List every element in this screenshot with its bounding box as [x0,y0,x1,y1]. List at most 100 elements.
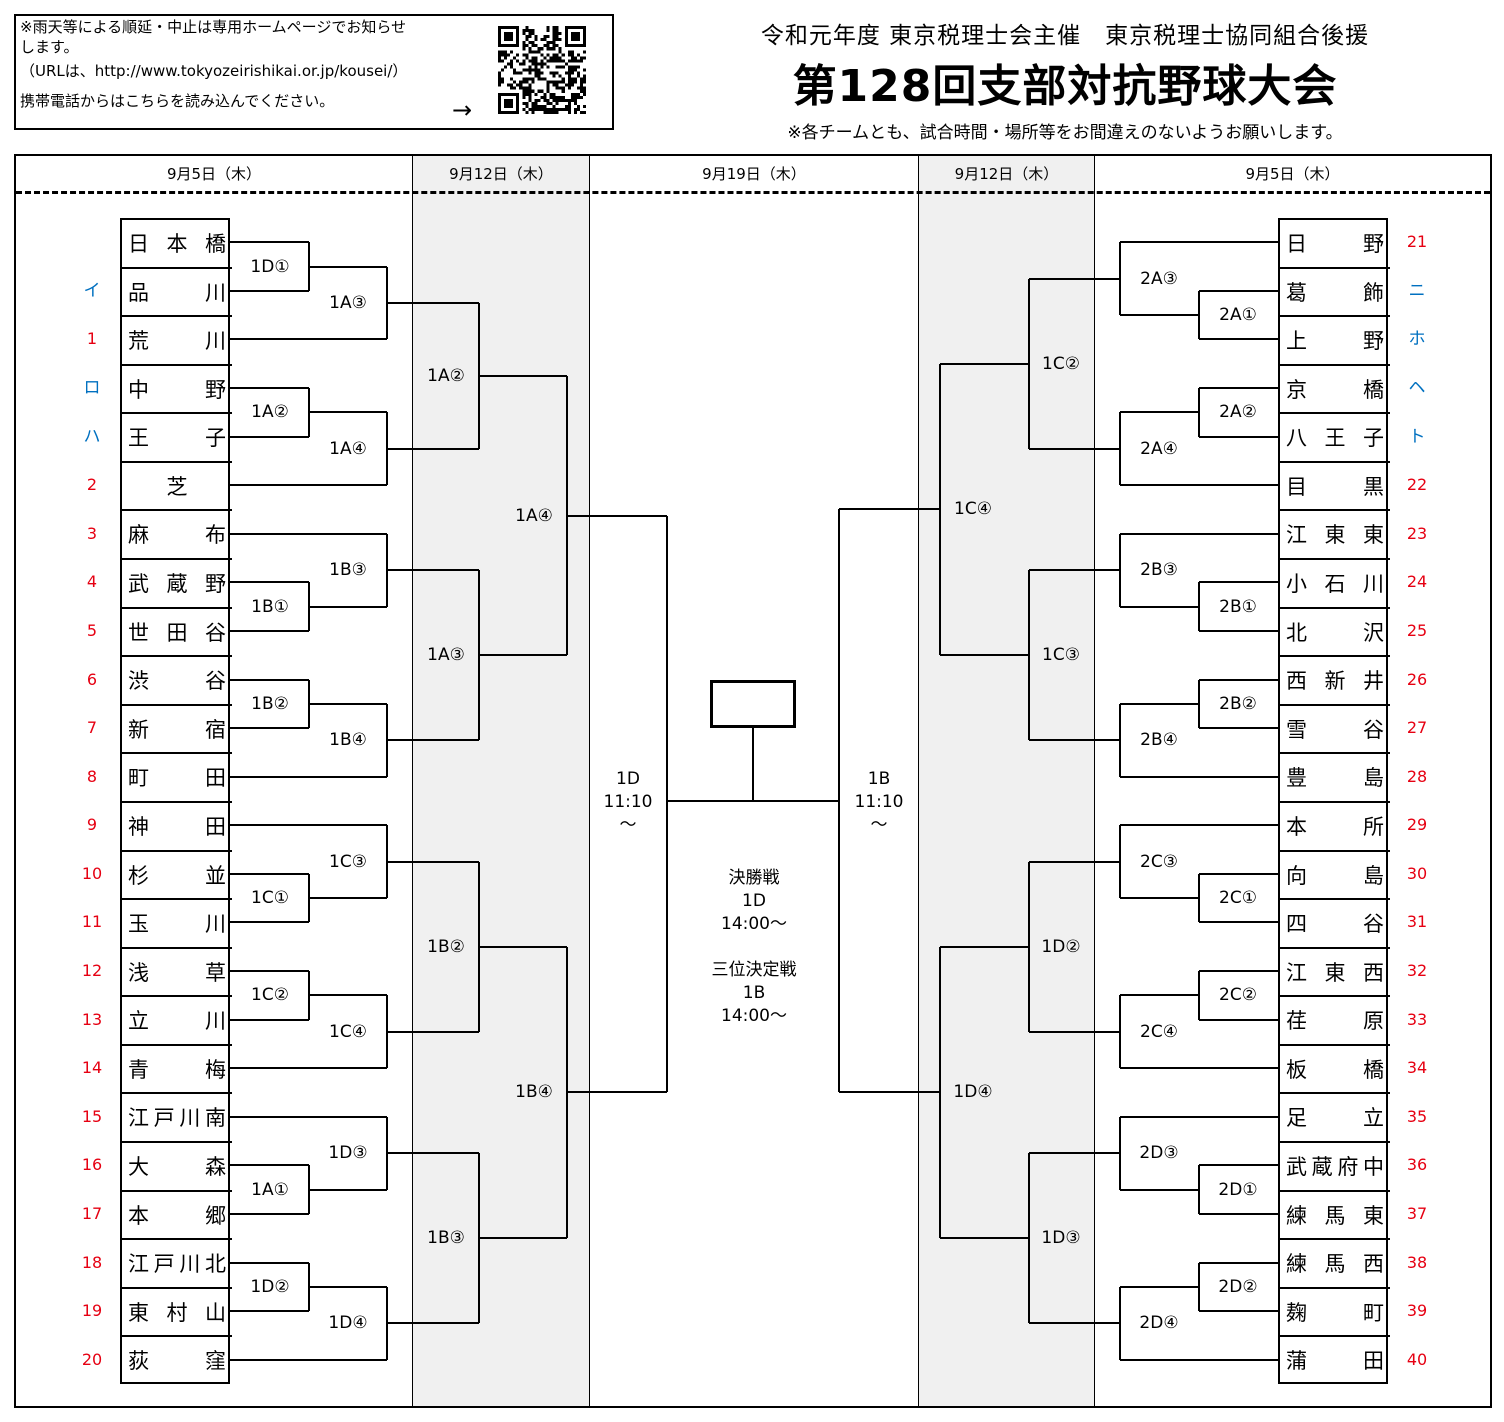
team-row: 豊島 [1280,752,1390,801]
shaded-column-left [413,156,589,1406]
match-label: 1B② [251,693,289,714]
match-label: 1A③ [427,645,465,666]
bracket-line [1120,824,1278,827]
date-header: 9月19日（木） [702,165,806,183]
team-number: 13 [81,1009,103,1029]
bracket-line [1120,775,1278,778]
match-label: 1D③ [1041,1228,1081,1249]
team-number: 4 [86,572,98,592]
bracket-line [1119,703,1121,777]
bracket-line [309,265,387,268]
bracket-line [230,1310,309,1313]
bracket-line [939,363,941,656]
team-row: 葛飾 [1280,266,1390,316]
team-name: 麹町 [1286,1300,1384,1325]
bracket-line [1198,971,1200,1020]
team-row: 町田 [122,752,232,801]
team-row: 日本橋 [122,220,232,269]
bracket-line [230,1358,387,1361]
bracket-line [1120,994,1199,997]
team-name: 江東東 [1286,523,1384,548]
bracket-line [387,302,479,305]
team-name: 向島 [1286,863,1384,888]
bracket-line [1198,679,1200,729]
bracket-line [1119,1286,1121,1360]
right-arrow-icon: → [452,96,473,124]
team-row: 上野 [1280,315,1390,364]
team-row: 雪谷 [1280,703,1390,753]
match-label: 1C② [251,985,289,1006]
bracket-line [1120,1115,1278,1118]
bracket-line [309,1285,387,1288]
team-number: 21 [1406,232,1428,252]
team-row: 渋谷 [122,655,232,704]
bracket-line [1199,629,1278,632]
bracket-line [230,1018,309,1021]
team-number: 34 [1406,1058,1428,1078]
bracket-line [230,484,387,487]
notice-box: ※雨天等による順延・中止は専用ホームページでお知らせ します。 （URLは、ht… [14,14,614,130]
team-name: 江東西 [1286,960,1384,985]
semifinal-right-tilde: ～ [870,815,888,835]
bracket-line [1029,1322,1120,1325]
team-row: 神田 [122,800,232,850]
bracket-line [387,739,479,742]
team-number: 12 [81,961,103,981]
semifinal-left-court: 1D [616,769,640,789]
semifinal-left-time: 11:10 [603,792,653,812]
team-name: 荏原 [1286,1009,1384,1034]
bracket-line [1120,314,1199,317]
team-name: 練馬西 [1286,1252,1384,1277]
qr-code-icon[interactable] [498,26,586,114]
match-label: 1B① [251,596,289,617]
team-number: 1 [86,329,98,349]
match-label: 2B④ [1140,730,1178,751]
match-label: 1D② [250,1276,290,1297]
match-label: 1A② [427,365,465,386]
team-row: 荻窪 [122,1335,232,1384]
bracket-line [1029,1030,1120,1033]
team-row: 品川 [122,266,232,316]
team-number: 39 [1406,1301,1428,1321]
bracket-line [940,654,1029,657]
team-number: 27 [1406,718,1428,738]
match-label: 1C③ [329,851,367,872]
bracket-line [1120,1188,1199,1191]
team-row: 江東西 [1280,946,1390,996]
match-label: 1B③ [329,560,367,581]
team-number: 38 [1406,1252,1428,1272]
bracket-line [1198,1165,1200,1214]
team-row: 西新井 [1280,655,1390,704]
team-number: 26 [1406,669,1428,689]
team-name: 北沢 [1286,620,1384,645]
group-letter: ロ [83,378,101,399]
bracket-line [1198,1262,1200,1312]
bracket-line [309,411,387,414]
bracket-line [230,1261,309,1264]
bracket-line [1199,338,1278,341]
bracket-line [939,946,941,1239]
bracket-line [479,654,567,657]
team-row: 武蔵野 [122,558,232,607]
team-row: 板橋 [1280,1043,1390,1093]
page-title: 第128回支部対抗野球大会 [792,61,1338,112]
bracket-line [387,569,479,572]
team-name: 武蔵野 [128,572,226,597]
team-row: 本所 [1280,800,1390,850]
bracket-line [940,945,1029,948]
match-label: 1B④ [329,730,367,751]
match-label: 1A② [251,402,289,423]
team-number: 22 [1406,475,1428,495]
team-row: 玉川 [122,898,232,947]
team-name: 江戸川南 [128,1106,226,1131]
team-name: 八王子 [1286,426,1384,451]
match-label: 1D④ [328,1313,368,1334]
column-divider [412,156,413,1406]
team-row: 大森 [122,1141,232,1190]
bracket-line [479,374,567,377]
third-place-time: 14:00～ [721,1006,787,1026]
bracket-frame [14,154,1492,1408]
team-row: 立川 [122,995,232,1044]
bracket-line [1120,1285,1199,1288]
notice-url[interactable]: （URLは、http://www.tokyozeirishikai.or.jp/… [20,62,408,80]
